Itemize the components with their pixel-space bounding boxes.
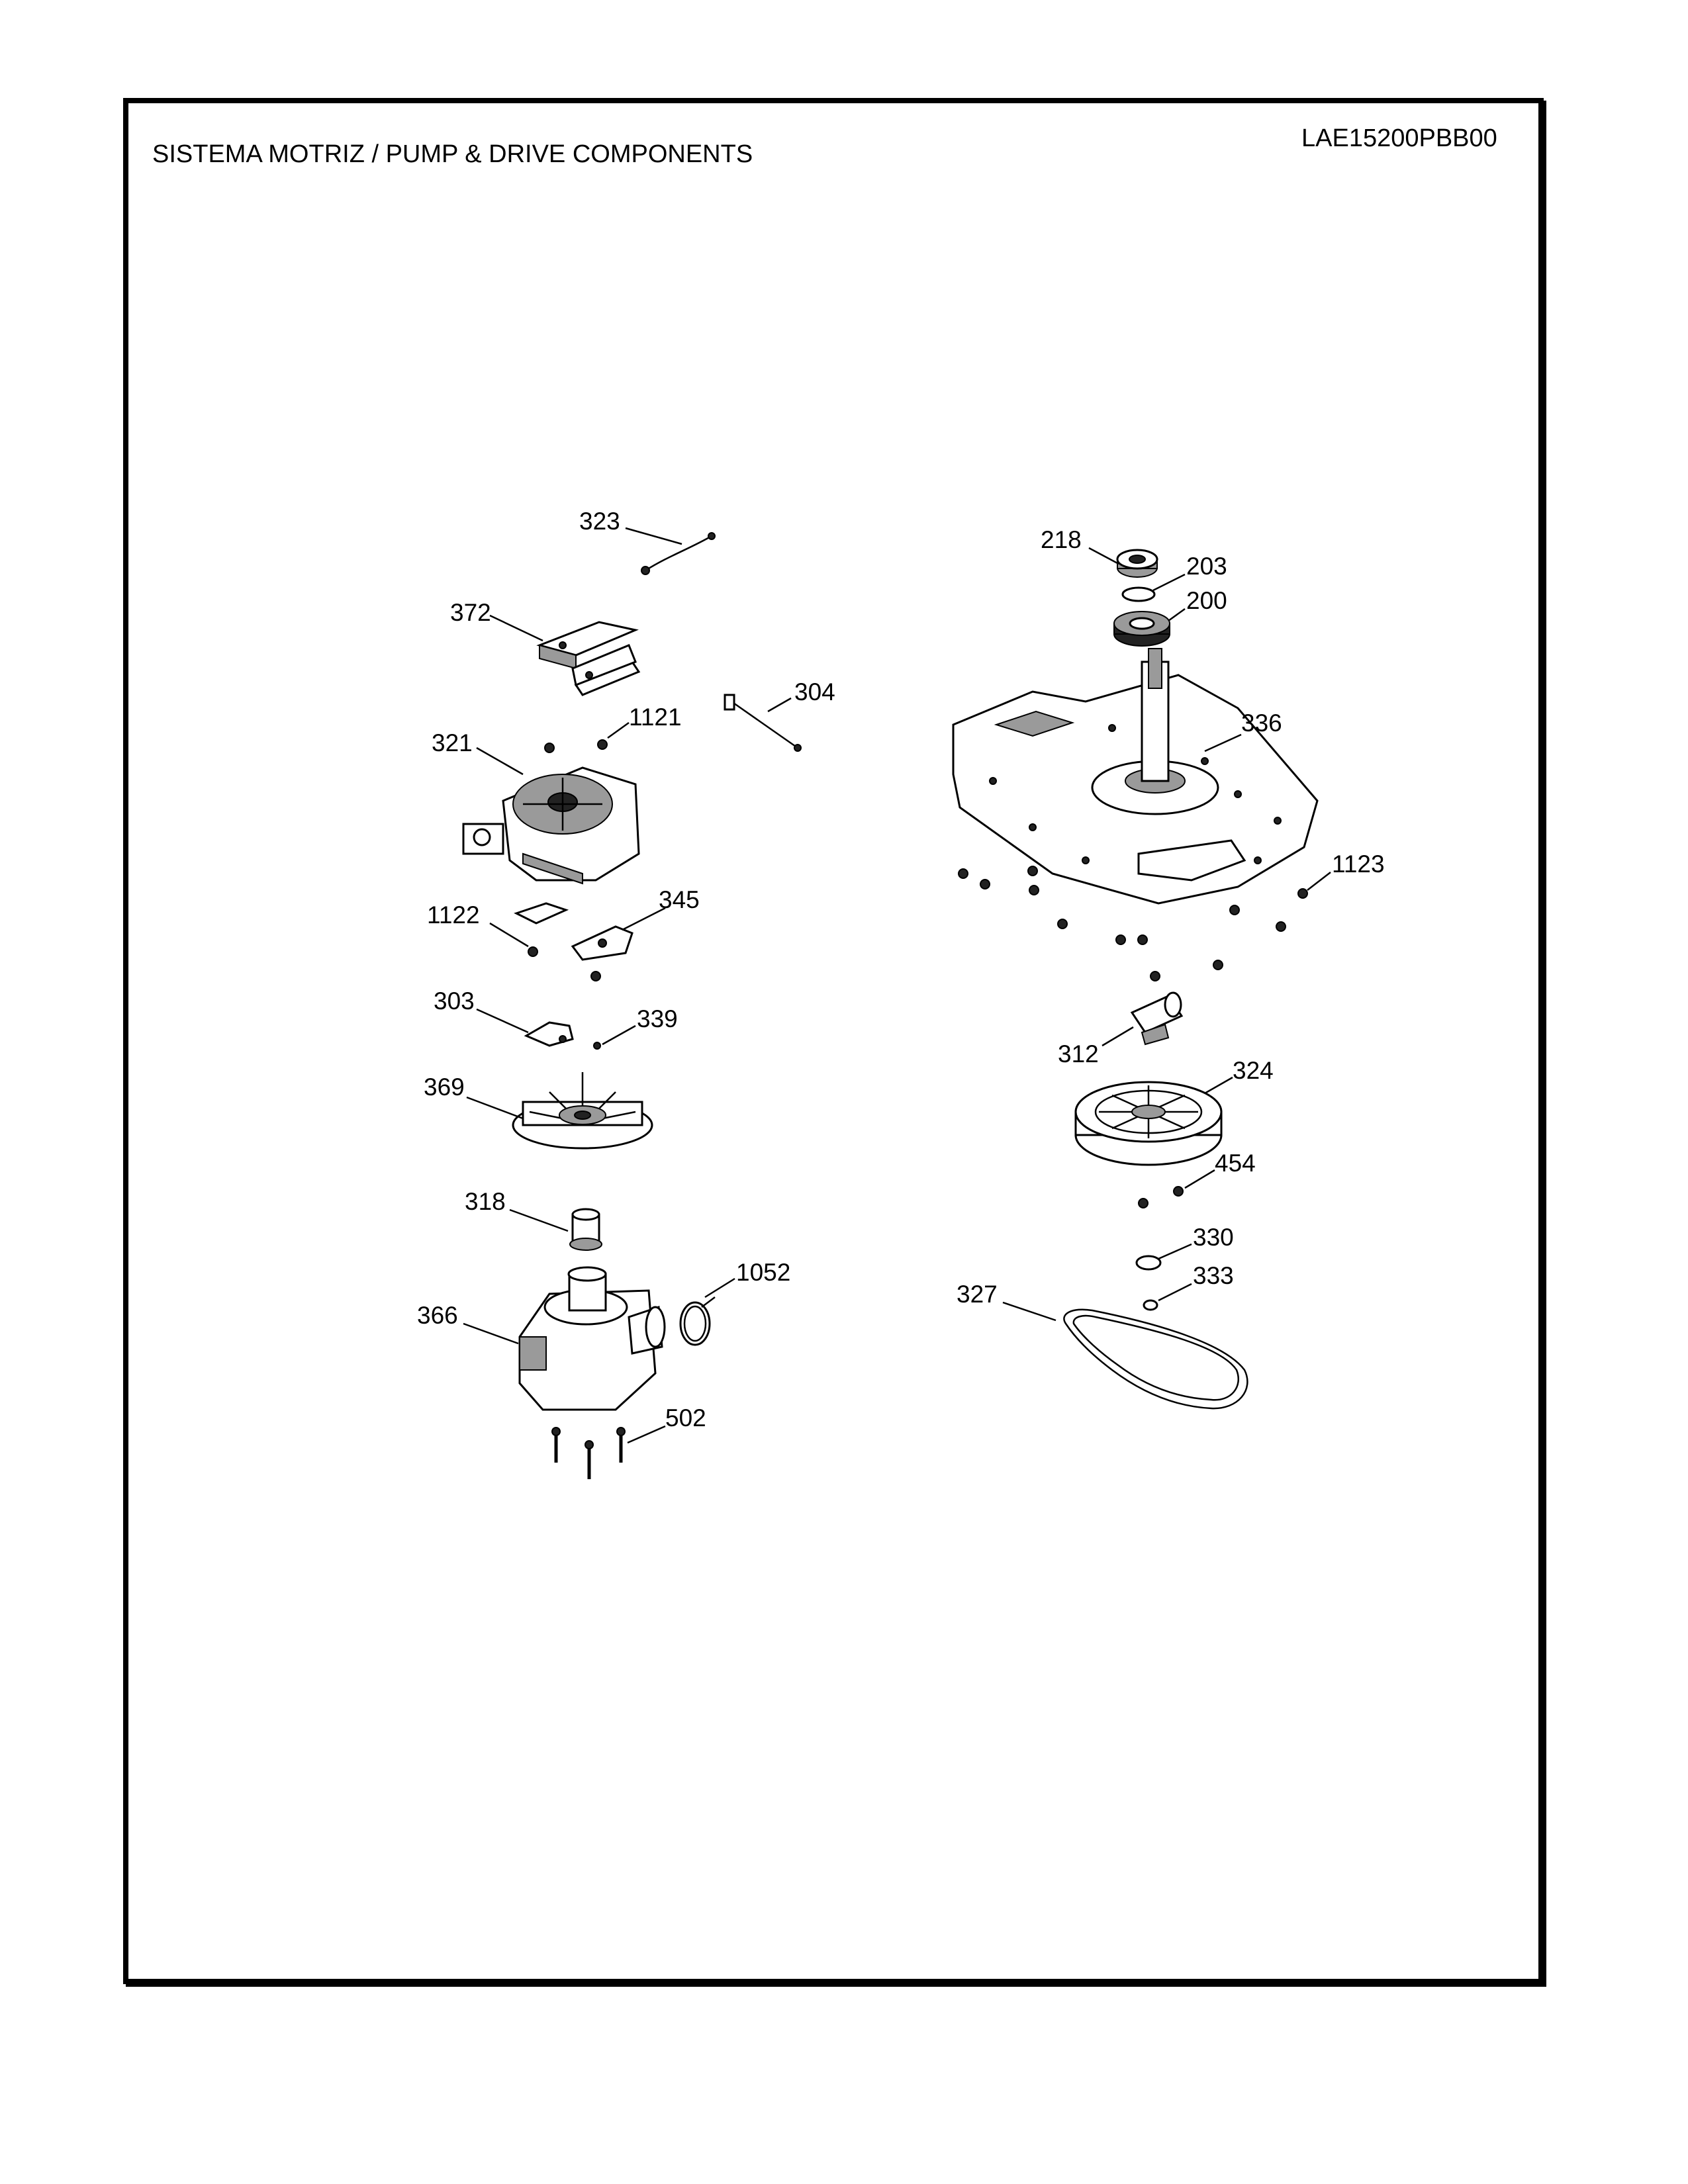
callout-327: 327 — [957, 1281, 998, 1308]
part-345-plate — [571, 925, 633, 961]
part-454-screws — [1138, 1186, 1184, 1208]
callout-323: 323 — [579, 508, 620, 535]
callout-318: 318 — [465, 1188, 506, 1215]
leader-lines — [463, 527, 1331, 1444]
part-336-base-plate — [952, 648, 1319, 905]
part-200-bearing — [1113, 611, 1170, 647]
callout-303: 303 — [434, 987, 475, 1015]
callout-304: 304 — [794, 678, 835, 705]
model-number: LAE15200PBB00 — [1301, 124, 1497, 152]
part-318-plug — [569, 1208, 602, 1251]
part-502-screws — [551, 1427, 626, 1479]
callout-366: 366 — [417, 1302, 458, 1329]
callout-203: 203 — [1186, 553, 1227, 580]
part-1052-clamp — [679, 1297, 716, 1346]
callout-1052: 1052 — [736, 1259, 790, 1286]
callout-339: 339 — [637, 1005, 678, 1032]
part-321-motor — [462, 766, 640, 885]
diagram-border — [123, 98, 1544, 1984]
callout-345: 345 — [659, 886, 700, 913]
part-218-nut — [1116, 549, 1158, 578]
callout-218: 218 — [1041, 526, 1082, 553]
callout-labels: 323 372 304 1121 321 1122 345 303 339 36… — [417, 508, 1385, 1432]
part-203-washer — [1121, 586, 1156, 602]
callout-502: 502 — [665, 1404, 706, 1432]
callout-454: 454 — [1215, 1150, 1256, 1177]
callout-1121: 1121 — [629, 704, 682, 731]
callout-324: 324 — [1233, 1057, 1274, 1084]
callout-333: 333 — [1193, 1262, 1234, 1289]
part-330-washer — [1135, 1255, 1162, 1271]
callout-330: 330 — [1193, 1224, 1234, 1251]
callout-1123: 1123 — [1332, 850, 1385, 878]
part-304-wire — [724, 694, 802, 752]
part-323-wire — [641, 532, 716, 575]
part-327-belt — [1063, 1308, 1248, 1410]
part-372-brackets — [536, 621, 641, 696]
part-312-capacitor — [1130, 991, 1184, 1046]
page-title: SISTEMA MOTRIZ / PUMP & DRIVE COMPONENTS — [152, 140, 753, 168]
part-333-ring — [1143, 1299, 1158, 1311]
part-369-fan — [512, 1072, 653, 1150]
part-1123-screws — [958, 866, 1308, 981]
part-324-pulley — [1074, 1081, 1223, 1166]
part-339-screw — [593, 1042, 601, 1050]
callout-312: 312 — [1058, 1040, 1099, 1068]
part-303-clip — [524, 1021, 574, 1047]
callout-372: 372 — [450, 599, 491, 626]
part-366-pump — [518, 1266, 666, 1411]
part-1121-screws — [544, 739, 608, 753]
plate-holes — [989, 724, 1282, 864]
part-1122-bracket — [514, 902, 601, 981]
callout-336: 336 — [1241, 709, 1282, 737]
callout-369: 369 — [424, 1073, 465, 1101]
callout-1122: 1122 — [427, 901, 480, 929]
callout-321: 321 — [432, 729, 473, 756]
callout-200: 200 — [1186, 587, 1227, 614]
